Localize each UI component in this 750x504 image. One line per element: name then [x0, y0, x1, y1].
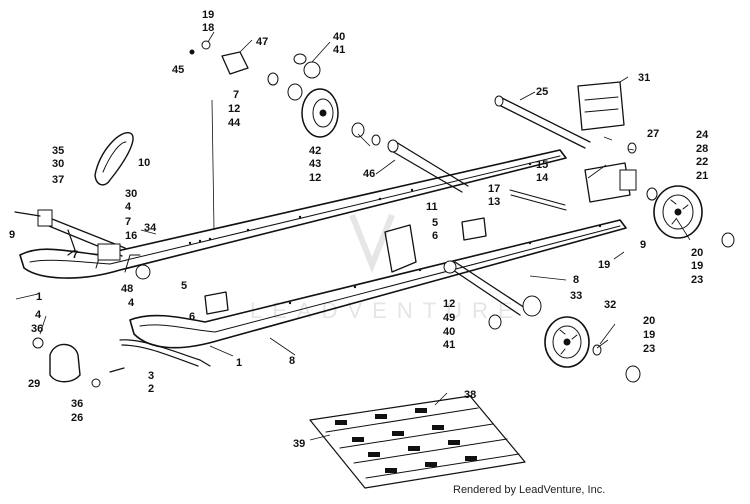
callout-16: 16 [125, 230, 138, 242]
callout-13: 13 [488, 196, 501, 208]
callout-10: 10 [138, 157, 151, 169]
rear-brackets [204, 81, 637, 315]
callout-22: 22 [696, 156, 709, 168]
callout-5: 5 [432, 217, 439, 229]
callout-25: 25 [536, 86, 549, 98]
callout-9: 9 [9, 229, 16, 241]
callout-4: 4 [125, 201, 132, 213]
callout-43: 43 [309, 158, 322, 170]
callout-1: 1 [36, 291, 43, 303]
callout-19: 19 [691, 260, 704, 272]
callout-17: 17 [488, 183, 501, 195]
callout-32: 32 [604, 299, 617, 311]
callout-48: 48 [121, 283, 134, 295]
callout-12: 12 [228, 103, 241, 115]
callout-47: 47 [256, 36, 269, 48]
callout-34: 34 [144, 222, 157, 234]
callout-40: 40 [333, 31, 346, 43]
callout-42: 42 [309, 145, 322, 157]
callout-15: 15 [536, 159, 549, 171]
callout-36: 36 [71, 398, 84, 410]
front-arm-assembly [14, 132, 151, 280]
cross-shafts [387, 95, 591, 316]
callout-11: 11 [426, 201, 438, 213]
callout-23: 23 [643, 343, 656, 355]
callout-12: 12 [443, 298, 456, 310]
callout-35: 35 [52, 145, 65, 157]
callout-27: 27 [647, 128, 660, 140]
callout-49: 49 [443, 312, 456, 324]
lower-slide-rail [119, 219, 627, 367]
callout-6: 6 [432, 230, 439, 242]
callout-6: 6 [189, 311, 196, 323]
callout-36: 36 [31, 323, 44, 335]
rear-idler-wheels [443, 185, 735, 383]
callout-18: 18 [202, 22, 215, 34]
callout-7: 7 [233, 89, 240, 101]
callout-8: 8 [573, 274, 580, 286]
callout-19: 19 [643, 329, 656, 341]
callout-30: 30 [52, 158, 65, 170]
upper-idler-wheel [189, 40, 381, 146]
callout-4: 4 [35, 309, 42, 321]
callout-12: 12 [309, 172, 322, 184]
callout-1: 1 [236, 357, 243, 369]
callout-4: 4 [128, 297, 135, 309]
render-credit: Rendered by LeadVenture, Inc. [453, 484, 606, 496]
track-clips [309, 395, 526, 489]
callout-2: 2 [148, 383, 155, 395]
callout-46: 46 [363, 168, 376, 180]
callout-29: 29 [28, 378, 41, 390]
callout-7: 7 [72, 249, 79, 261]
callout-24: 24 [696, 129, 709, 141]
callout-19: 19 [598, 259, 611, 271]
callout-8: 8 [289, 355, 296, 367]
front-lower-hardware [32, 337, 125, 388]
callout-19: 19 [202, 9, 215, 21]
callout-33: 33 [570, 290, 583, 302]
callout-26: 26 [71, 412, 84, 424]
callout-20: 20 [643, 315, 656, 327]
callout-3: 3 [148, 370, 155, 382]
callout-7: 7 [125, 216, 132, 228]
callout-21: 21 [696, 170, 709, 182]
callout-5: 5 [181, 280, 188, 292]
callout-9: 9 [640, 239, 647, 251]
callout-14: 14 [536, 172, 549, 184]
callout-31: 31 [638, 72, 651, 84]
callout-30: 30 [125, 188, 138, 200]
callout-40: 40 [443, 326, 456, 338]
callout-41: 41 [333, 44, 346, 56]
callout-28: 28 [696, 143, 709, 155]
callout-37: 37 [52, 174, 65, 186]
upper-slide-rail [19, 149, 567, 279]
callout-20: 20 [691, 247, 704, 259]
callout-41: 41 [443, 339, 456, 351]
callout-45: 45 [172, 64, 185, 76]
callout-23: 23 [691, 274, 704, 286]
callout-38: 38 [464, 389, 477, 401]
callout-44: 44 [228, 117, 241, 129]
watermark-text: LEADVENTURE [250, 298, 523, 323]
callout-39: 39 [293, 438, 306, 450]
leader-lines [15, 31, 691, 441]
